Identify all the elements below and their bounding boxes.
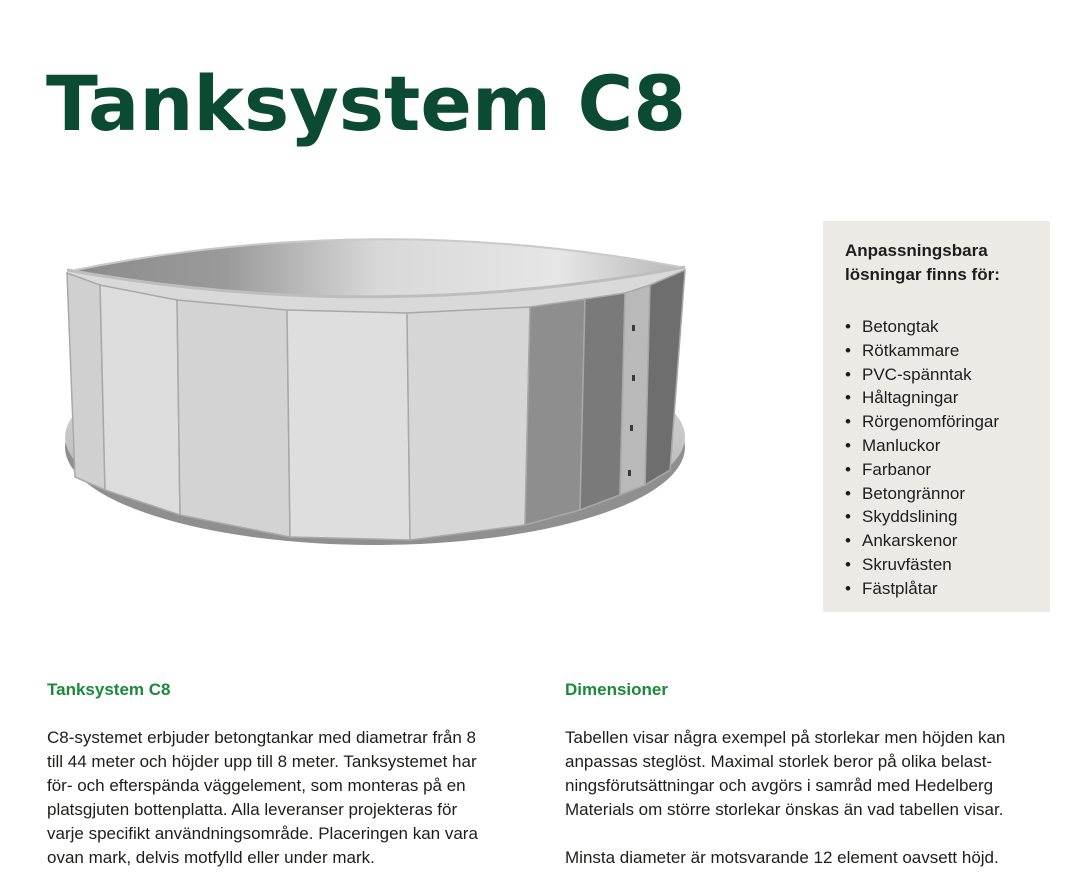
dimensions-note: Minsta diameter är motsvarande 12 elemen… — [565, 848, 999, 867]
options-list-item: Farbanor — [845, 458, 1032, 482]
options-list-item: Skruvfästen — [845, 553, 1032, 577]
options-heading: Anpassningsbara lösningar finns för: — [845, 241, 1000, 284]
options-list-item: Skyddslining — [845, 505, 1032, 529]
options-list-item: Rötkammare — [845, 339, 1032, 363]
concrete-tank-illustration — [65, 238, 686, 545]
options-list-item: Betongtak — [845, 315, 1032, 339]
options-list-item: Betongrännor — [845, 482, 1032, 506]
options-list: Betongtak Rötkammare PVC-spänntak Håltag… — [845, 315, 1032, 601]
intro-heading: Tanksystem C8 — [47, 680, 171, 699]
options-list-item: Håltagningar — [845, 386, 1032, 410]
options-list-item: PVC-spänntak — [845, 363, 1032, 387]
intro-body: C8-systemet erbjuder betongtankar med di… — [47, 728, 478, 867]
customization-options-box: Anpassningsbara lösningar finns för: Bet… — [823, 221, 1050, 612]
options-list-item: Manluckor — [845, 434, 1032, 458]
options-list-item: Ankarskenor — [845, 529, 1032, 553]
options-list-item: Rörgenomföringar — [845, 410, 1032, 434]
intro-column: Tanksystem C8 C8-systemet erbjuder beton… — [47, 678, 527, 870]
dimensions-body: Tabellen visar några exempel på storleka… — [565, 728, 1006, 819]
page-title: Tanksystem C8 — [46, 59, 687, 148]
dimensions-column: Dimensioner Tabellen visar några exempel… — [565, 678, 1045, 870]
dimensions-heading: Dimensioner — [565, 680, 668, 699]
options-list-item: Fästplåtar — [845, 577, 1032, 601]
